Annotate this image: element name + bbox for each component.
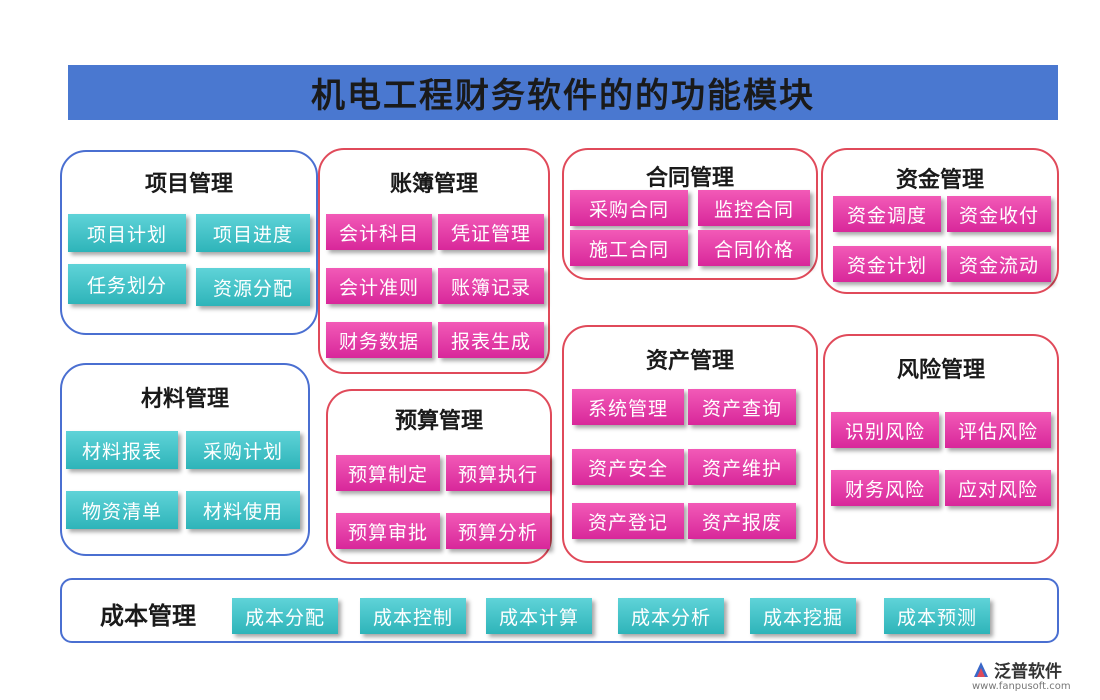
item-risk-2[interactable]: 财务风险 xyxy=(831,470,939,506)
item-cost-1[interactable]: 成本控制 xyxy=(360,598,466,634)
item-budget-2[interactable]: 预算审批 xyxy=(336,513,440,549)
item-ledger-4[interactable]: 财务数据 xyxy=(326,322,432,358)
item-budget-0[interactable]: 预算制定 xyxy=(336,455,440,491)
panel-asset: 资产管理 系统管理 资产查询 资产安全 资产维护 资产登记 资产报废 xyxy=(562,325,818,563)
item-contract-2[interactable]: 施工合同 xyxy=(570,230,688,266)
item-cost-2[interactable]: 成本计算 xyxy=(486,598,592,634)
panel-title-fund: 资金管理 xyxy=(895,167,984,193)
item-project-3[interactable]: 资源分配 xyxy=(196,268,310,306)
panel-cost: 成本管理 成本分配 成本控制 成本计算 成本分析 成本挖掘 成本预测 xyxy=(60,578,1059,643)
fanpu-logo-icon xyxy=(974,662,988,677)
item-fund-3[interactable]: 资金流动 xyxy=(947,246,1051,282)
panel-title-material: 材料管理 xyxy=(140,386,229,412)
item-material-3[interactable]: 材料使用 xyxy=(186,491,300,529)
item-contract-0[interactable]: 采购合同 xyxy=(570,190,688,226)
item-project-2[interactable]: 任务划分 xyxy=(68,264,186,304)
item-ledger-0[interactable]: 会计科目 xyxy=(326,214,432,250)
panel-contract: 合同管理 采购合同 监控合同 施工合同 合同价格 xyxy=(562,148,818,280)
item-ledger-5[interactable]: 报表生成 xyxy=(438,322,544,358)
fanpu-logo: 泛普软件 www.fanpusoft.com xyxy=(968,655,1093,695)
item-ledger-2[interactable]: 会计准则 xyxy=(326,268,432,304)
item-project-1[interactable]: 项目进度 xyxy=(196,214,310,252)
item-budget-3[interactable]: 预算分析 xyxy=(446,513,550,549)
item-asset-4[interactable]: 资产登记 xyxy=(572,503,684,539)
item-fund-1[interactable]: 资金收付 xyxy=(947,196,1051,232)
item-asset-0[interactable]: 系统管理 xyxy=(572,389,684,425)
item-ledger-1[interactable]: 凭证管理 xyxy=(438,214,544,250)
item-material-0[interactable]: 材料报表 xyxy=(66,431,178,469)
item-risk-3[interactable]: 应对风险 xyxy=(945,470,1051,506)
panel-title-asset: 资产管理 xyxy=(645,348,734,374)
item-cost-4[interactable]: 成本挖掘 xyxy=(750,598,856,634)
panel-risk: 风险管理 识别风险 评估风险 财务风险 应对风险 xyxy=(823,334,1059,564)
panel-title-project: 项目管理 xyxy=(144,171,233,197)
item-material-2[interactable]: 物资清单 xyxy=(66,491,178,529)
panel-title-risk: 风险管理 xyxy=(896,357,985,383)
panel-title-cost: 成本管理 xyxy=(100,601,196,630)
panel-ledger: 账簿管理 会计科目 凭证管理 会计准则 账簿记录 财务数据 报表生成 xyxy=(318,148,550,374)
item-asset-2[interactable]: 资产安全 xyxy=(572,449,684,485)
item-asset-1[interactable]: 资产查询 xyxy=(688,389,796,425)
diagram-title: 机电工程财务软件的的功能模块 xyxy=(68,65,1058,120)
item-cost-0[interactable]: 成本分配 xyxy=(232,598,338,634)
logo-name: 泛普软件 xyxy=(994,662,1062,682)
item-contract-1[interactable]: 监控合同 xyxy=(698,190,810,226)
item-asset-3[interactable]: 资产维护 xyxy=(688,449,796,485)
item-budget-1[interactable]: 预算执行 xyxy=(446,455,550,491)
item-material-1[interactable]: 采购计划 xyxy=(186,431,300,469)
item-fund-0[interactable]: 资金调度 xyxy=(833,196,941,232)
panel-title-contract: 合同管理 xyxy=(645,165,734,191)
panel-title-ledger: 账簿管理 xyxy=(389,171,478,197)
panel-title-budget: 预算管理 xyxy=(394,408,483,434)
item-contract-3[interactable]: 合同价格 xyxy=(698,230,810,266)
item-risk-1[interactable]: 评估风险 xyxy=(945,412,1051,448)
item-ledger-3[interactable]: 账簿记录 xyxy=(438,268,544,304)
panel-budget: 预算管理 预算制定 预算执行 预算审批 预算分析 xyxy=(326,389,552,564)
item-fund-2[interactable]: 资金计划 xyxy=(833,246,941,282)
item-risk-0[interactable]: 识别风险 xyxy=(831,412,939,448)
item-asset-5[interactable]: 资产报废 xyxy=(688,503,796,539)
item-cost-3[interactable]: 成本分析 xyxy=(618,598,724,634)
item-project-0[interactable]: 项目计划 xyxy=(68,214,186,252)
panel-fund: 资金管理 资金调度 资金收付 资金计划 资金流动 xyxy=(821,148,1059,294)
item-cost-5[interactable]: 成本预测 xyxy=(884,598,990,634)
logo-url: www.fanpusoft.com xyxy=(972,681,1071,692)
panel-project: 项目管理 项目计划 项目进度 任务划分 资源分配 xyxy=(60,150,318,335)
panel-material: 材料管理 材料报表 采购计划 物资清单 材料使用 xyxy=(60,363,310,556)
